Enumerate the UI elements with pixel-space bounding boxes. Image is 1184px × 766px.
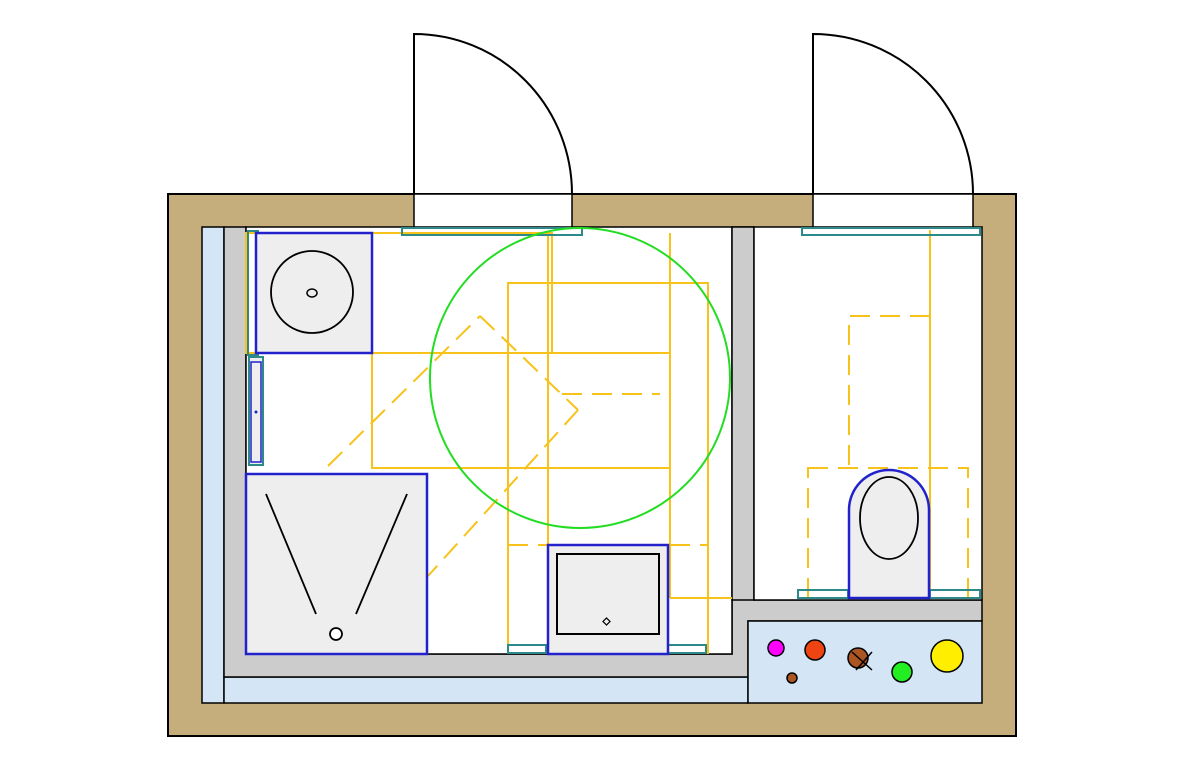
door-swing-left [413, 32, 573, 195]
door-swing-right [812, 32, 974, 195]
connector-red-orange [804, 639, 826, 661]
door-opening-left [413, 193, 573, 228]
toilet [847, 468, 931, 600]
connector-yellow [930, 639, 964, 673]
partition-wall [731, 226, 755, 601]
radiator [248, 356, 264, 466]
door-opening-right [812, 193, 974, 228]
washbasin [254, 231, 374, 355]
connector-green [891, 661, 913, 683]
insulation-bottom [223, 676, 749, 704]
shower-tray [244, 472, 429, 656]
floor-drain-unit [546, 543, 670, 656]
turning-circle [429, 227, 731, 529]
connector-brown-small [786, 672, 798, 684]
connector-dots [767, 639, 964, 684]
insulation-left [201, 226, 225, 704]
connector-magenta [767, 639, 785, 657]
